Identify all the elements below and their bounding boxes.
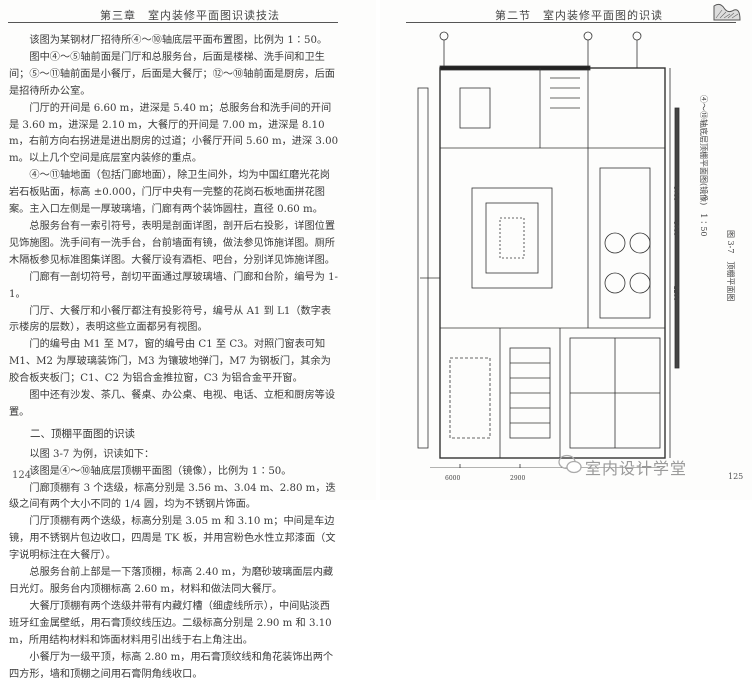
paragraph: 门厅、大餐厅和小餐厅都注有投影符号，编号从 A1 到 L1（数字表示楼房的层数）… — [9, 305, 332, 334]
ceiling-plan-drawing — [417, 31, 680, 468]
ornament-icon — [713, 3, 741, 21]
header-rule — [406, 22, 736, 23]
left-page: 第三章 室内装修平面图识读技法 该图为某钢材厂招待所④～⑩轴底层平面布置图，比例… — [0, 0, 376, 680]
paragraph: 大餐厅顶棚有两个迭级并带有内藏灯槽（细虚线所示），中间贴淡西班牙红金属壁纸，用石… — [9, 600, 332, 646]
header-rule — [8, 22, 338, 23]
paragraph: 图中④～⑤轴前面是门厅和总服务台，后面是楼梯、洗手间和卫生间；⑤～⑪轴前面是小餐… — [9, 51, 335, 97]
paragraph: 门廊顶棚有 3 个迭级，标高分别是 3.56 m、3.04 m、2.80 m，迭… — [9, 482, 336, 511]
paragraph: 图中还有沙发、茶几、餐桌、办公桌、电视、电话、立柜和厨房等设置。 — [9, 390, 336, 418]
paragraph: 总服务台前上部是一下落顶棚，标高 2.40 m，为磨砂玻璃面层内藏日光灯。服务台… — [9, 567, 334, 595]
watermark: 室内设计学堂 — [585, 459, 688, 478]
section-heading: 二、顶棚平面图的识读 — [30, 427, 135, 440]
right-page: 第二节 室内装修平面图的识读 — [380, 0, 752, 500]
dimension-label: 1700 — [672, 220, 680, 237]
paragraph: 以图 3-7 为例，识读如下： — [29, 448, 155, 460]
wechat-icon — [558, 454, 582, 474]
running-head-right: 第二节 室内装修平面图的识读 — [495, 9, 663, 22]
paragraph: ④～⑪轴地面（包括门廊地面），除卫生间外，均为中国红磨光花岗岩石板贴面，标高 ±… — [9, 170, 330, 216]
page-number-left: 124 — [12, 470, 32, 481]
running-head-left: 第三章 室内装修平面图识读技法 — [100, 9, 280, 22]
page-number-right: 125 — [728, 472, 744, 481]
paragraph: 小餐厅为一级平顶，标高 2.80 m，用石膏顶纹线和角花装饰出两个四方形，墙和顶… — [9, 651, 334, 680]
dimension-label: 1700 — [672, 185, 680, 202]
paragraph: 门的编号由 M1 至 M7，窗的编号由 C1 至 C3。对照门窗表可知 M1、M… — [9, 339, 331, 385]
figure-caption: 图 3-7 顶棚平面图 — [726, 230, 735, 302]
paragraph: 门厅顶棚有两个迭级，标高分别是 3.05 m 和 3.10 m；中间是车边镜，用… — [9, 516, 336, 562]
dimension-label: 6000 — [445, 475, 461, 482]
paragraph: 门廊有一剖切符号，剖切平面通过厚玻璃墙、门廊和台阶，编号为 1-1。 — [9, 271, 338, 300]
drawing-title: ④～⑩轴底层顶棚平面图(镜像) 1∶50 — [699, 95, 708, 237]
paragraph: 总服务台有一索引符号，表明是剖面详图，剖开后右投影，详图位置见饰施图。洗手间有一… — [9, 220, 336, 266]
dimension-label: 2200 — [672, 285, 680, 302]
paragraph: 该图是④～⑩轴底层顶棚平面图（镜像），比例为 1∶50。 — [29, 465, 292, 477]
paragraph: 门厅的开间是 6.60 m，进深是 5.40 m；总服务台和洗手间的开间是 3.… — [9, 102, 339, 165]
dimension-label: 2900 — [510, 475, 526, 482]
paragraph: 该图为某钢材厂招待所④～⑩轴底层平面布置图，比例为 1∶50。 — [29, 35, 328, 46]
body-text: 该图为某钢材厂招待所④～⑩轴底层平面布置图，比例为 1∶50。 图中④～⑤轴前面… — [9, 33, 340, 683]
